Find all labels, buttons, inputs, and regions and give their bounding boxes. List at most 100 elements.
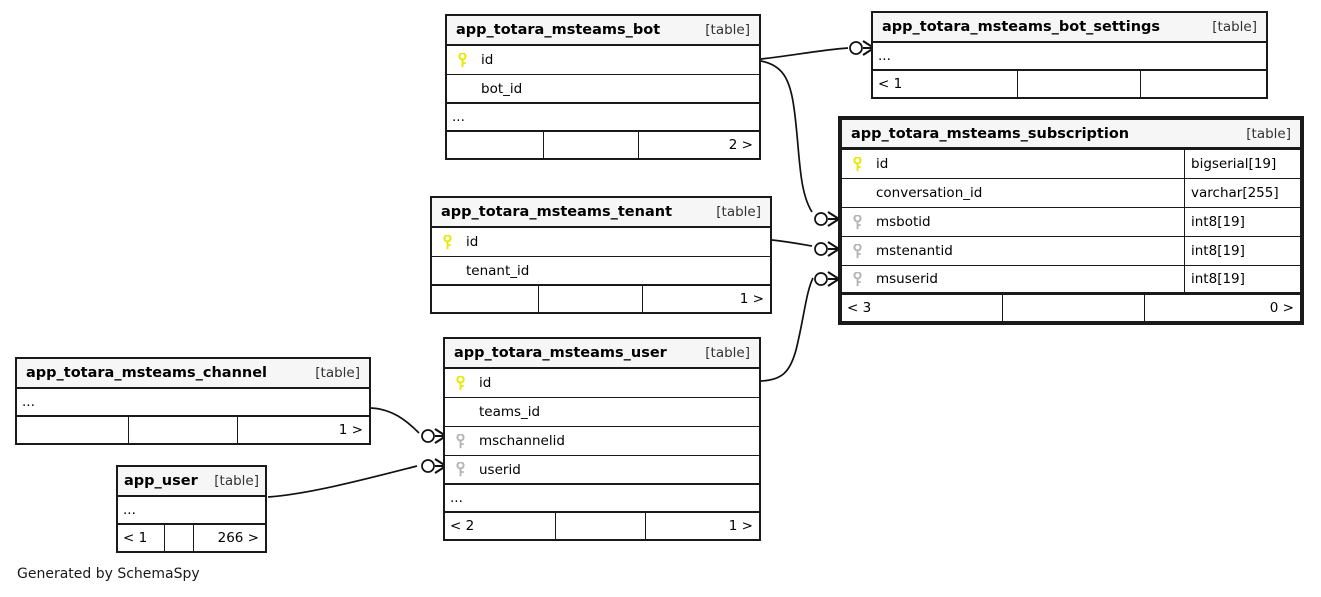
table-type-tag: [table] <box>716 204 761 220</box>
table-app-totara-msteams-bot-settings[interactable]: app_totara_msteams_bot_settings [table] … <box>871 11 1268 99</box>
footer-parent-count <box>447 132 543 158</box>
table-row[interactable]: mstenantid int8[19] <box>842 237 1300 266</box>
key-icon-yellow <box>842 156 872 172</box>
table-type-tag: [table] <box>1212 19 1257 35</box>
footer-middle <box>128 417 238 443</box>
table-name: app_totara_msteams_user <box>454 345 667 361</box>
table-footer: < 1 266 > <box>118 525 265 551</box>
edge-tenant-to-subscription-mstenantid <box>771 239 813 247</box>
table-row[interactable]: tenant_id <box>432 257 770 286</box>
column-name: bot_id <box>481 80 523 97</box>
table-row[interactable]: userid <box>445 456 759 485</box>
key-icon-gray <box>842 243 872 259</box>
table-row[interactable]: msuserid int8[19] <box>842 266 1300 295</box>
key-icon-gray <box>445 462 475 477</box>
footer-child-count: 1 > <box>728 518 753 534</box>
table-footer: < 1 <box>873 71 1266 97</box>
more-columns-ellipsis: ... <box>447 104 759 132</box>
column-name: teams_id <box>479 404 541 420</box>
table-row[interactable]: id <box>447 46 759 75</box>
more-columns-ellipsis: ... <box>118 497 265 525</box>
column-type: varchar[255] <box>1184 179 1300 207</box>
more-columns-ellipsis: ... <box>445 485 759 513</box>
table-name: app_totara_msteams_bot <box>456 22 661 38</box>
table-row[interactable]: msbotid int8[19] <box>842 208 1300 237</box>
column-name: tenant_id <box>466 262 530 279</box>
table-header: app_totara_msteams_bot [table] <box>447 16 759 46</box>
edge-channel-to-user-mschannelid <box>370 407 420 434</box>
table-name: app_totara_msteams_subscription <box>851 125 1130 142</box>
footer-parent-count: < 1 <box>878 76 903 92</box>
table-row[interactable]: conversation_id varchar[255] <box>842 179 1300 208</box>
table-type-tag: [table] <box>315 365 360 381</box>
table-header: app_totara_msteams_subscription [table] <box>842 120 1300 150</box>
column-name: msuserid <box>876 271 938 287</box>
column-name: mstenantid <box>876 243 953 259</box>
table-app-totara-msteams-channel[interactable]: app_totara_msteams_channel [table] ... 1… <box>15 357 371 445</box>
key-icon-gray <box>842 271 872 287</box>
edge-bot-to-subscription-msbotid <box>760 60 813 213</box>
table-type-tag: [table] <box>705 345 750 361</box>
column-name: id <box>479 375 492 391</box>
table-footer: < 2 1 > <box>445 513 759 539</box>
table-app-totara-msteams-bot[interactable]: app_totara_msteams_bot [table] id bot_id… <box>445 14 761 160</box>
footer-child-count: 0 > <box>1269 300 1294 316</box>
table-app-totara-msteams-user[interactable]: app_totara_msteams_user [table] id teams… <box>443 337 761 541</box>
key-icon-yellow <box>445 375 475 391</box>
key-icon-gray <box>445 433 475 449</box>
footer-parent-count <box>17 417 128 443</box>
table-row[interactable]: id bigserial[19] <box>842 150 1300 179</box>
footer-child-count: 266 > <box>217 530 259 546</box>
key-icon-yellow <box>432 234 462 250</box>
table-header: app_totara_msteams_tenant [table] <box>432 198 770 228</box>
footer-middle <box>1017 71 1141 97</box>
footer-child-count: 2 > <box>728 137 753 153</box>
terminator-subscription-msuserid <box>814 270 841 288</box>
key-icon-yellow <box>447 52 477 68</box>
table-type-tag: [table] <box>705 22 750 38</box>
footer-middle <box>1002 295 1145 321</box>
footer-child-count: 1 > <box>338 422 363 438</box>
table-app-user[interactable]: app_user [table] ... < 1 266 > <box>116 465 267 553</box>
edge-bot-to-bot-settings <box>760 47 849 60</box>
table-row[interactable]: id <box>445 369 759 398</box>
footer-parent-count <box>432 286 538 312</box>
column-name: id <box>481 52 494 68</box>
table-app-totara-msteams-tenant[interactable]: app_totara_msteams_tenant [table] id ten… <box>430 196 772 314</box>
footer-parent-count: < 3 <box>847 300 872 316</box>
footer-middle <box>164 525 194 551</box>
column-type: int8[19] <box>1184 208 1300 236</box>
table-footer: < 3 0 > <box>842 295 1300 321</box>
column-name: mschannelid <box>479 433 565 449</box>
table-row[interactable]: id <box>432 228 770 257</box>
column-name: id <box>466 234 479 250</box>
footer-middle <box>538 286 643 312</box>
table-row[interactable]: bot_id <box>447 75 759 104</box>
footer-parent-count: < 1 <box>123 530 148 546</box>
table-footer: 2 > <box>447 132 759 158</box>
footer-middle <box>543 132 639 158</box>
column-type: int8[19] <box>1184 237 1300 265</box>
table-name: app_totara_msteams_tenant <box>441 204 672 220</box>
more-columns-ellipsis: ... <box>17 389 369 417</box>
column-name: conversation_id <box>876 185 983 201</box>
table-name: app_totara_msteams_bot_settings <box>882 19 1161 35</box>
terminator-subscription-mstenantid <box>814 240 841 258</box>
table-header: app_totara_msteams_bot_settings [table] <box>873 13 1266 43</box>
column-name: userid <box>479 461 521 478</box>
column-name: id <box>876 156 889 172</box>
table-type-tag: [table] <box>1246 125 1291 142</box>
table-row[interactable]: teams_id <box>445 398 759 427</box>
footer-parent-count: < 2 <box>450 518 475 534</box>
column-type: bigserial[19] <box>1184 150 1300 178</box>
table-name: app_user <box>124 473 198 489</box>
table-app-totara-msteams-subscription[interactable]: app_totara_msteams_subscription [table] … <box>838 116 1304 325</box>
table-type-tag: [table] <box>214 473 259 489</box>
footer-child-count: 1 > <box>739 291 764 307</box>
table-row[interactable]: mschannelid <box>445 427 759 456</box>
generated-by-credit: Generated by SchemaSpy <box>17 566 200 582</box>
table-footer: 1 > <box>17 417 369 443</box>
table-name: app_totara_msteams_channel <box>26 365 268 381</box>
table-footer: 1 > <box>432 286 770 312</box>
table-header: app_user [table] <box>118 467 265 497</box>
